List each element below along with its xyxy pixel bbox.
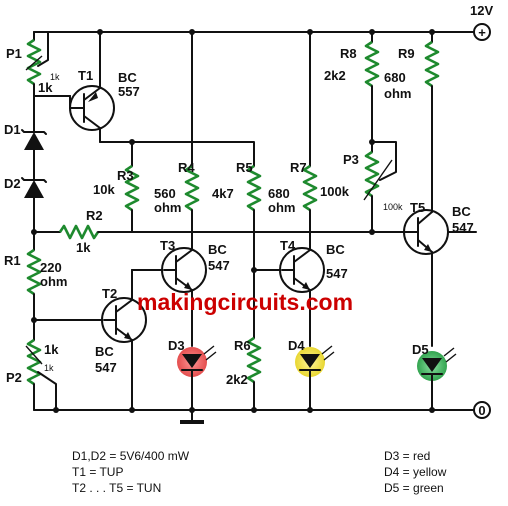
p1-potentiometer: P1 1k 1k — [6, 31, 60, 95]
t2-type-line1: BC — [95, 344, 114, 359]
r9-resistor: R9 680 ohm — [384, 31, 440, 209]
r4-resistor: R4 560 ohm — [154, 31, 200, 247]
r3-ref: R3 — [117, 168, 134, 183]
r2-value: 1k — [76, 240, 91, 255]
d4-led-yellow: D4 — [288, 338, 335, 411]
d2-zener: D2 — [4, 169, 47, 233]
t1-type-line2: 557 — [118, 84, 140, 99]
t2-ref: T2 — [102, 286, 117, 301]
r3-value: 10k — [93, 182, 115, 197]
r9-value-line1: 680 — [384, 70, 406, 85]
legend-right: D3 = red D4 = yellow D5 = green — [384, 449, 447, 495]
supply-voltage-label: 12V — [470, 3, 493, 18]
t3-transistor: T3 BC 547 — [160, 238, 230, 347]
r7-ref: R7 — [290, 160, 307, 175]
t5-type-line1: BC — [452, 204, 471, 219]
t2-transistor: T2 BC 547 — [95, 269, 147, 411]
legend-right-line-2: D4 = yellow — [384, 465, 447, 479]
r7-value-line1: 680 — [268, 186, 290, 201]
t4-transistor: T4 BC 547 — [279, 238, 348, 347]
p3-inner-value: 100k — [383, 202, 403, 212]
r8-ref: R8 — [340, 46, 357, 61]
t5-ref: T5 — [410, 200, 425, 215]
legend-left-line-2: T1 = TUP — [72, 465, 123, 479]
r4-value-line2: ohm — [154, 200, 181, 215]
d5-led-green: D5 — [412, 342, 457, 411]
t5-type-line2: 547 — [452, 220, 474, 235]
legend-right-line-1: D3 = red — [384, 449, 430, 463]
d3-led-red: D3 — [168, 338, 217, 411]
t5-transistor: T5 BC 547 — [403, 200, 474, 347]
r1-ref: R1 — [4, 253, 21, 268]
p1-inner-value: 1k — [50, 72, 60, 82]
r9-ref: R9 — [398, 46, 415, 61]
d5-ref: D5 — [412, 342, 429, 357]
d3-ref: D3 — [168, 338, 185, 353]
r6-ref: R6 — [234, 338, 251, 353]
p1-value: 1k — [38, 80, 53, 95]
r5-resistor: R5 4k7 — [212, 159, 262, 271]
p1-ref: P1 — [6, 46, 22, 61]
d2-ref: D2 — [4, 176, 21, 191]
positive-terminal-symbol: + — [478, 25, 486, 40]
t3-type-line2: 547 — [208, 258, 230, 273]
r1-value-line2: ohm — [40, 274, 67, 289]
d1-ref: D1 — [4, 122, 21, 137]
p3-value: 100k — [320, 184, 350, 199]
d1-zener: D1 — [4, 122, 47, 171]
p3-ref: P3 — [343, 152, 359, 167]
p2-ref: P2 — [6, 370, 22, 385]
p2-value: 1k — [44, 342, 59, 357]
t1-ref: T1 — [78, 68, 93, 83]
p3-potentiometer: P3 100k 100k — [320, 141, 403, 233]
r1-resistor: R1 220 ohm — [4, 231, 67, 321]
watermark: makingcircuits.com — [137, 289, 353, 315]
r3-resistor: R3 10k — [93, 139, 140, 233]
t1-transistor: T1 BC 557 — [69, 31, 140, 143]
r9-value-line2: ohm — [384, 86, 411, 101]
t4-type-line2: 547 — [326, 266, 348, 281]
ground-terminal: 0 — [473, 401, 491, 419]
legend-left: D1,D2 = 5V6/400 mW T1 = TUP T2 . . . T5 … — [72, 449, 190, 495]
legend-right-line-3: D5 = green — [384, 481, 444, 495]
t3-ref: T3 — [160, 238, 175, 253]
r7-value-line2: ohm — [268, 200, 295, 215]
t3-type-line1: BC — [208, 242, 227, 257]
legend-left-line-1: D1,D2 = 5V6/400 mW — [72, 449, 190, 463]
r6-resistor: R6 2k2 — [226, 269, 262, 411]
t1-type-line1: BC — [118, 70, 137, 85]
r8-resistor: R8 2k2 — [324, 31, 380, 143]
t4-ref: T4 — [280, 238, 296, 253]
r5-ref: R5 — [236, 160, 253, 175]
r1-value-line1: 220 — [40, 260, 62, 275]
p2-inner-value: 1k — [44, 363, 54, 373]
p2-potentiometer: P2 1k 1k — [6, 319, 59, 411]
r5-value: 4k7 — [212, 186, 234, 201]
ground-terminal-symbol: 0 — [478, 403, 485, 418]
r2-ref: R2 — [86, 208, 103, 223]
positive-terminal: + — [473, 23, 491, 41]
r6-value: 2k2 — [226, 372, 248, 387]
r8-value: 2k2 — [324, 68, 346, 83]
legend-left-line-3: T2 . . . T5 = TUN — [72, 481, 161, 495]
d4-ref: D4 — [288, 338, 305, 353]
r4-value-line1: 560 — [154, 186, 176, 201]
t4-type-line1: BC — [326, 242, 345, 257]
r7-resistor: R7 680 ohm — [268, 31, 318, 247]
t2-type-line2: 547 — [95, 360, 117, 375]
r4-ref: R4 — [178, 160, 195, 175]
